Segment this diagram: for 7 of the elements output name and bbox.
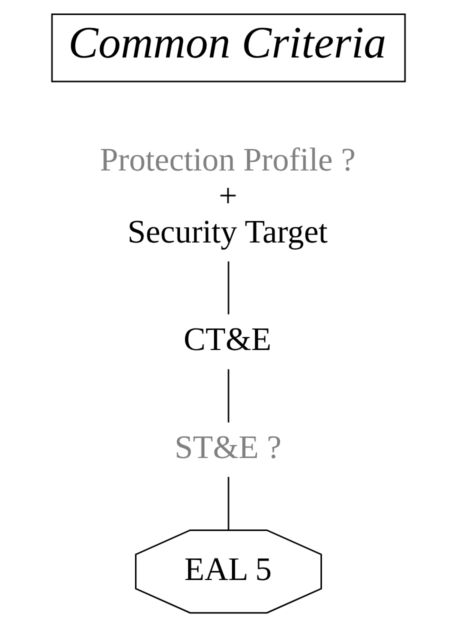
node-text: Protection Profile ? + Security Target (99, 142, 356, 251)
connector (227, 476, 229, 530)
connector (227, 261, 229, 314)
node-text: CT&E (183, 322, 271, 358)
connector (227, 369, 229, 422)
node-text: ST&E ? (174, 430, 282, 466)
node-box: Common Criteria (50, 13, 406, 82)
